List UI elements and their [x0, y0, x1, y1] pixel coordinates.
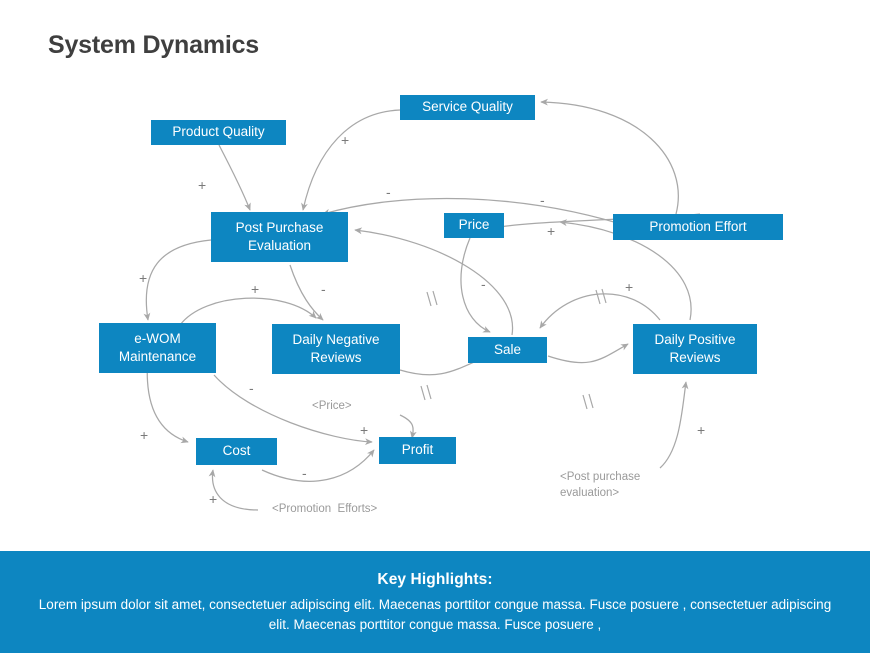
- node-label: Profit: [401, 442, 434, 458]
- node-label: Product Quality: [172, 124, 265, 140]
- polarity-sign: +: [697, 422, 706, 438]
- node-cost[interactable]: Cost: [196, 438, 277, 465]
- node-label: Price: [458, 217, 490, 233]
- node-label: Promotion Effort: [649, 218, 747, 234]
- node-profit[interactable]: Profit: [379, 437, 456, 464]
- key-highlights-band: Key Highlights: Lorem ipsum dolor sit am…: [0, 551, 870, 653]
- node-label: Cost: [222, 443, 251, 459]
- page-title: System Dynamics: [48, 31, 260, 59]
- polarity-sign: +: [547, 223, 556, 239]
- node-sale[interactable]: Sale: [468, 337, 547, 363]
- node-service-quality[interactable]: Service Quality: [400, 95, 535, 120]
- polarity-sign: +: [198, 177, 207, 193]
- polarity-sign: -: [249, 380, 254, 396]
- polarity-sign: -: [481, 276, 486, 292]
- polarity-sign: +: [625, 279, 634, 295]
- polarity-sign: +: [139, 270, 148, 286]
- node-product-quality[interactable]: Product Quality: [151, 120, 286, 145]
- polarity-sign: +: [341, 132, 350, 148]
- polarity-sign: -: [302, 465, 307, 481]
- node-label: Sale: [493, 341, 522, 357]
- polarity-sign: -: [540, 192, 545, 208]
- node-label: Service Quality: [422, 99, 513, 115]
- polarity-sign: +: [140, 427, 149, 443]
- polarity-sign: +: [360, 422, 369, 438]
- causal-link-layer: [143, 98, 701, 511]
- polarity-sign: -: [321, 281, 326, 297]
- polarity-sign: -: [386, 184, 391, 200]
- ghost-label-promotion-efforts: <Promotion Efforts>: [272, 503, 378, 515]
- key-highlights-title: Key Highlights:: [377, 571, 493, 588]
- polarity-sign: +: [251, 281, 260, 297]
- node-promotion-effort[interactable]: Promotion Effort: [613, 214, 783, 240]
- system-dynamics-diagram: Product Quality Service Quality Post Pur…: [0, 70, 870, 548]
- ghost-label-price: <Price>: [312, 400, 352, 412]
- polarity-sign: +: [209, 491, 218, 507]
- node-price[interactable]: Price: [444, 213, 504, 238]
- key-highlights-body: Lorem ipsum dolor sit amet, consectetuer…: [38, 597, 832, 632]
